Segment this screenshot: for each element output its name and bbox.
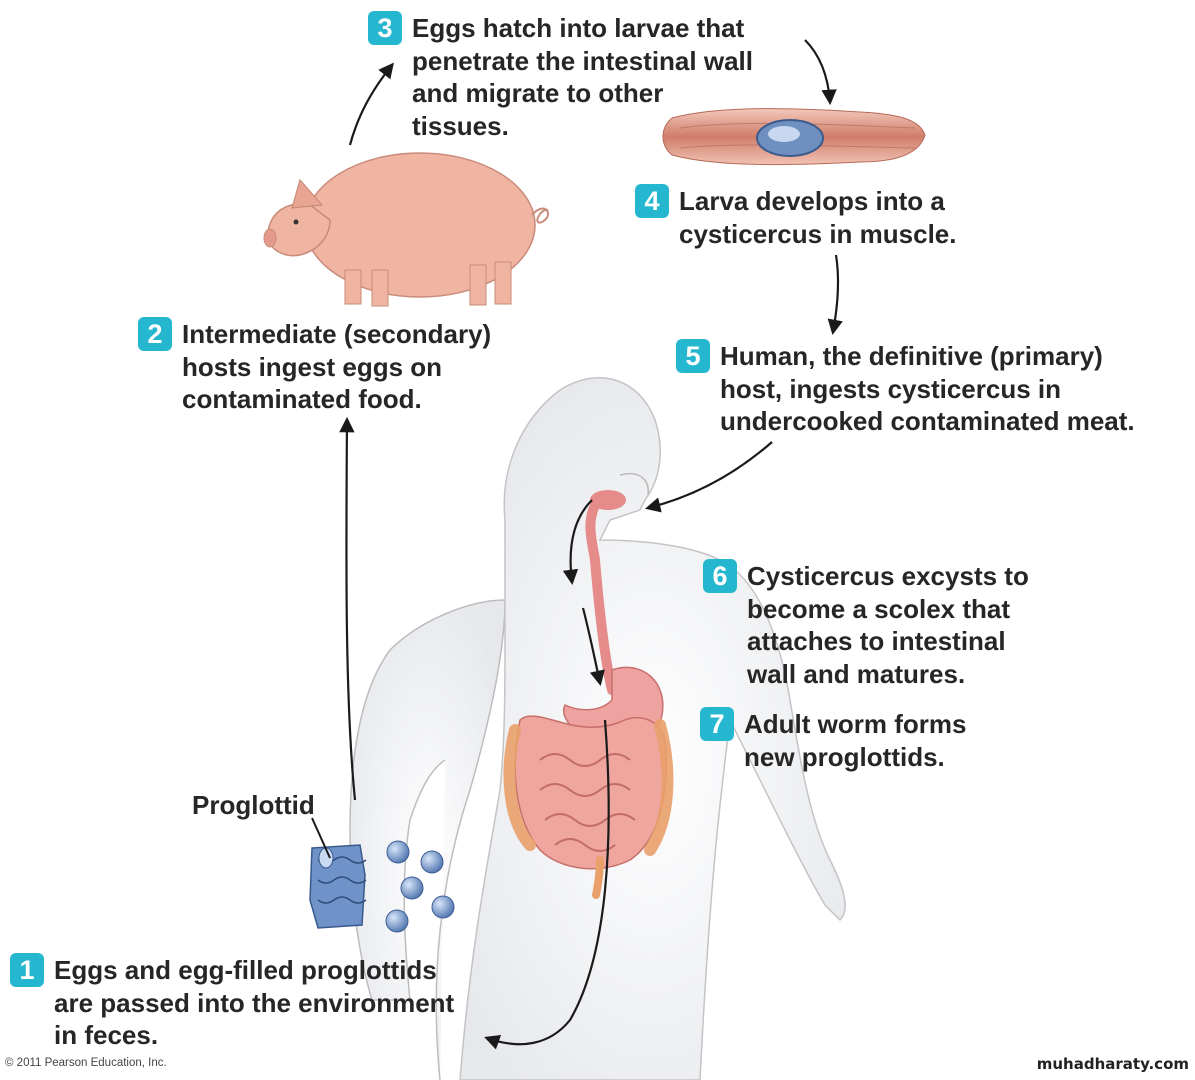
arrow-1-to-2 [339,416,357,801]
step-2-text: Intermediate (secondary) hosts ingest eg… [182,319,492,414]
esophagus [585,495,617,695]
arrow-3-to-4 [804,39,837,106]
step-6-badge: 6 [703,559,737,593]
step-3-badge: 3 [368,11,402,45]
step-5: 5 Human, the definitive (primary) host, … [676,339,1135,438]
proglottid-pointer [311,817,331,859]
step-1-text: Eggs and egg-filled proglottids are pass… [54,955,455,1050]
proglottid [309,844,367,929]
step-3-text: Eggs hatch into larvae that penetrate th… [412,13,753,141]
cycle-arrows [339,39,843,1050]
step-4-badge: 4 [635,184,669,218]
eggs [385,840,455,933]
proglottid-label: Proglottid [192,790,315,820]
step-7-badge: 7 [700,707,734,741]
mouth [590,490,626,510]
step-6: 6 Cysticercus excysts to become a scolex… [703,559,1029,690]
step-1: 1 Eggs and egg-filled proglottids are pa… [10,953,455,1052]
arrow-4-to-5 [827,254,843,336]
arrow-5-to-mouth [645,441,773,513]
step-2-badge: 2 [138,317,172,351]
step-6-text: Cysticercus excysts to become a scolex t… [747,561,1029,689]
step-7-text: Adult worm forms new proglottids. [744,709,967,772]
step-2: 2 Intermediate (secondary) hosts ingest … [138,317,492,416]
step-1-badge: 1 [10,953,44,987]
site-watermark: muhadharaty.com [1036,1055,1189,1073]
step-4-text: Larva develops into a cysticercus in mus… [679,186,957,249]
arrow-esophagus [581,607,605,687]
step-4: 4 Larva develops into a cysticercus in m… [635,184,957,250]
intestines [503,715,674,899]
muscle-tissue [662,108,926,166]
step-7: 7 Adult worm forms new proglottids. [700,707,967,773]
pig [263,152,549,307]
step-3: 3 Eggs hatch into larvae that penetrate … [368,11,753,142]
arrow-mouth-down [562,499,593,586]
copyright-notice: © 2011 Pearson Education, Inc. [5,1057,167,1069]
arrow-to-feces [484,719,610,1050]
arrow-pig-to-3 [348,62,394,146]
step-5-text: Human, the definitive (primary) host, in… [720,341,1135,436]
step-5-badge: 5 [676,339,710,373]
